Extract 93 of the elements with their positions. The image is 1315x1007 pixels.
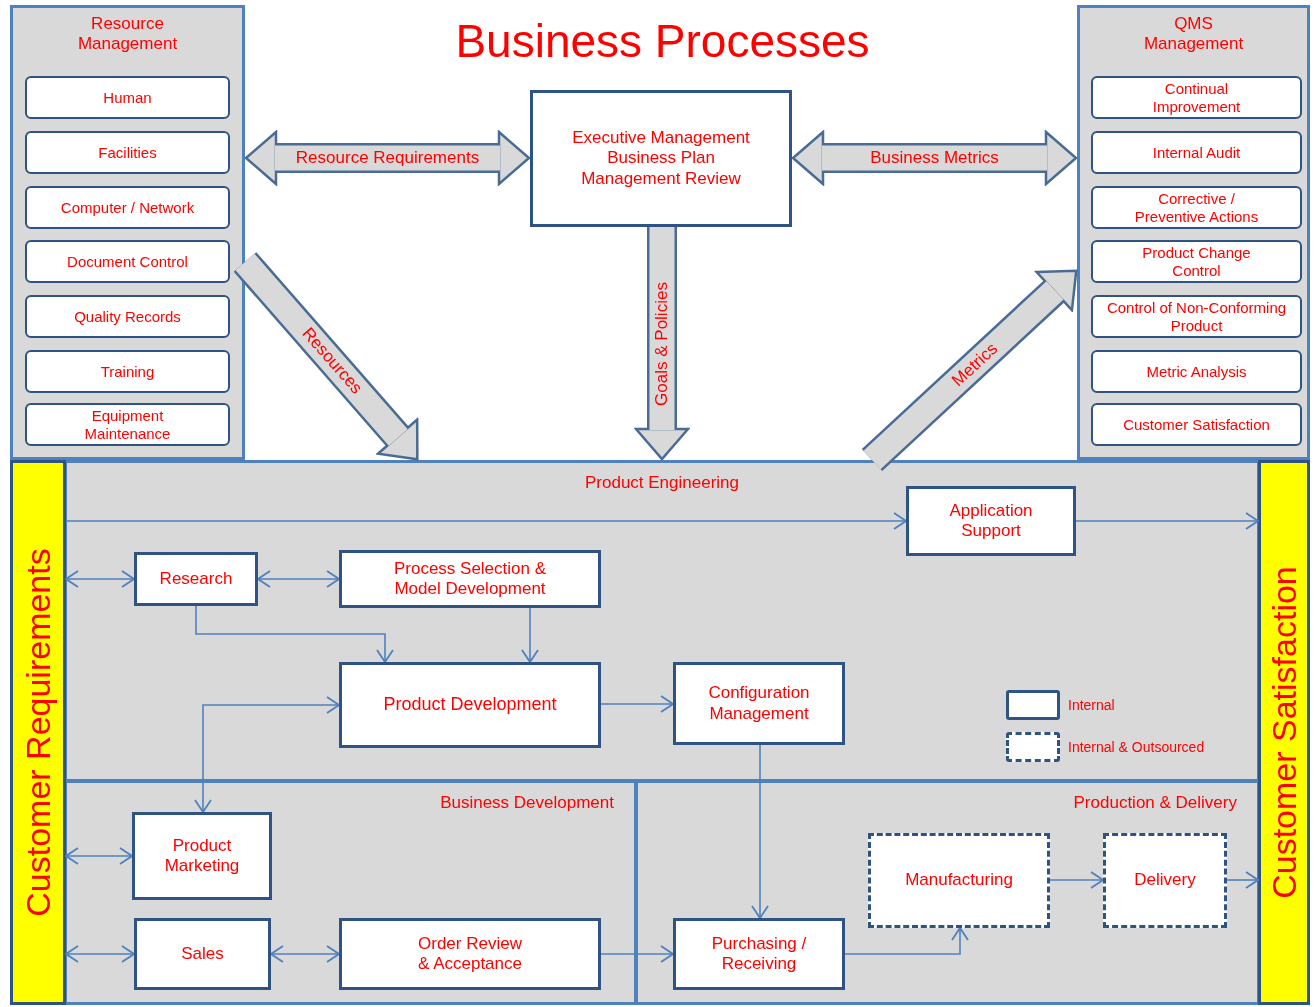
box-label: Computer / Network bbox=[60, 198, 195, 217]
edge-label: Goals & Policies bbox=[652, 281, 672, 406]
list-box bbox=[1091, 295, 1302, 338]
arrow bbox=[521, 607, 539, 663]
arrow bbox=[270, 945, 340, 963]
arrow bbox=[600, 695, 674, 713]
list-box bbox=[1091, 131, 1302, 174]
list-box bbox=[25, 350, 230, 393]
box-label: Executive Management Business Plan Management Review bbox=[571, 127, 751, 190]
panel-heading: Resource Management bbox=[76, 14, 179, 55]
arrow bbox=[65, 945, 135, 963]
arrow bbox=[600, 945, 674, 963]
box-label: Internal Audit bbox=[1152, 143, 1241, 162]
box-label: Facilities bbox=[98, 143, 157, 162]
arrow bbox=[257, 570, 340, 588]
diagram-title: Business Processes bbox=[454, 14, 871, 68]
box-label: Configuration Management bbox=[707, 683, 811, 724]
box-label: Training bbox=[100, 362, 155, 381]
block-arrow bbox=[233, 252, 419, 461]
group-panel bbox=[635, 780, 1260, 1005]
block-arrow bbox=[634, 227, 690, 461]
box-label: Corrective / Preventive Actions bbox=[1133, 189, 1260, 226]
box-label: Purchasing / Receiving bbox=[710, 933, 808, 975]
box-label: Product Development bbox=[383, 694, 557, 716]
list-box bbox=[25, 76, 230, 119]
box-label: Quality Records bbox=[74, 307, 181, 326]
block-arrow bbox=[791, 130, 1078, 186]
side-banner bbox=[1258, 460, 1310, 1005]
list-box bbox=[1091, 350, 1302, 393]
arrow bbox=[65, 570, 135, 588]
box-label: Order Review & Acceptance bbox=[417, 933, 523, 975]
process-box bbox=[1103, 833, 1227, 928]
banner-label: Customer Requirements bbox=[18, 548, 58, 917]
process-box bbox=[868, 833, 1050, 928]
process-box bbox=[134, 552, 258, 606]
box-label: Manufacturing bbox=[905, 870, 1013, 891]
edge-label: Resource Requirements bbox=[295, 148, 480, 168]
list-box bbox=[25, 131, 230, 174]
banner-label: Customer Satisfaction bbox=[1264, 566, 1304, 899]
box-label: Control of Non-Conforming Product bbox=[1105, 298, 1288, 335]
box-label: Product Marketing bbox=[163, 835, 241, 877]
arrow bbox=[1226, 871, 1259, 889]
box-label: Document Control bbox=[67, 252, 188, 271]
box-label: Product Change Control bbox=[1141, 243, 1252, 280]
process-box bbox=[530, 90, 792, 227]
list-box bbox=[25, 186, 230, 229]
process-box bbox=[673, 662, 845, 745]
process-box bbox=[339, 550, 601, 608]
list-box bbox=[1091, 403, 1302, 446]
arrow bbox=[751, 744, 769, 919]
box-label: Equipment Maintenance bbox=[83, 406, 172, 443]
panel-heading: QMS Management bbox=[1142, 14, 1245, 55]
process-box bbox=[132, 812, 272, 900]
process-box bbox=[906, 486, 1076, 556]
legend-label: Internal bbox=[1068, 697, 1115, 713]
arrow bbox=[1075, 512, 1259, 530]
block-arrow bbox=[244, 130, 531, 186]
group-panel bbox=[10, 5, 245, 460]
list-box bbox=[25, 240, 230, 283]
arrow bbox=[65, 512, 907, 530]
process-box bbox=[339, 662, 601, 748]
legend-label: Internal & Outsourced bbox=[1068, 739, 1205, 755]
list-box bbox=[1091, 186, 1302, 229]
arrow bbox=[195, 605, 394, 663]
box-label: Customer Satisfaction bbox=[1123, 415, 1270, 434]
side-banner bbox=[10, 460, 66, 1005]
box-label: Delivery bbox=[1134, 870, 1196, 891]
panel-heading: Production & Delivery bbox=[1073, 793, 1237, 814]
box-label: Research bbox=[159, 568, 233, 590]
block-arrow bbox=[861, 269, 1078, 471]
list-box bbox=[1091, 240, 1302, 283]
arrow bbox=[844, 927, 969, 955]
list-box bbox=[25, 403, 230, 446]
edge-label: Business Metrics bbox=[870, 148, 999, 168]
box-label: Human bbox=[103, 88, 152, 107]
box-label: Metric Analysis bbox=[1146, 362, 1247, 381]
arrow bbox=[1049, 871, 1104, 889]
panel-heading: Business Development bbox=[440, 793, 614, 814]
panel-heading: Product Engineering bbox=[584, 473, 739, 494]
box-label: Sales bbox=[181, 943, 224, 965]
arrow bbox=[194, 696, 340, 813]
box-label: Process Selection & Model Development bbox=[392, 558, 548, 600]
box-label: Application Support bbox=[948, 500, 1034, 542]
group-panel bbox=[64, 780, 637, 1005]
arrow bbox=[65, 847, 133, 865]
list-box bbox=[1091, 76, 1302, 119]
list-box bbox=[25, 295, 230, 338]
process-box bbox=[134, 918, 271, 990]
process-box bbox=[673, 918, 845, 990]
box-label: Continual Improvement bbox=[1151, 79, 1242, 116]
group-panel bbox=[1077, 5, 1310, 460]
process-box bbox=[339, 918, 601, 990]
group-panel bbox=[64, 460, 1260, 782]
